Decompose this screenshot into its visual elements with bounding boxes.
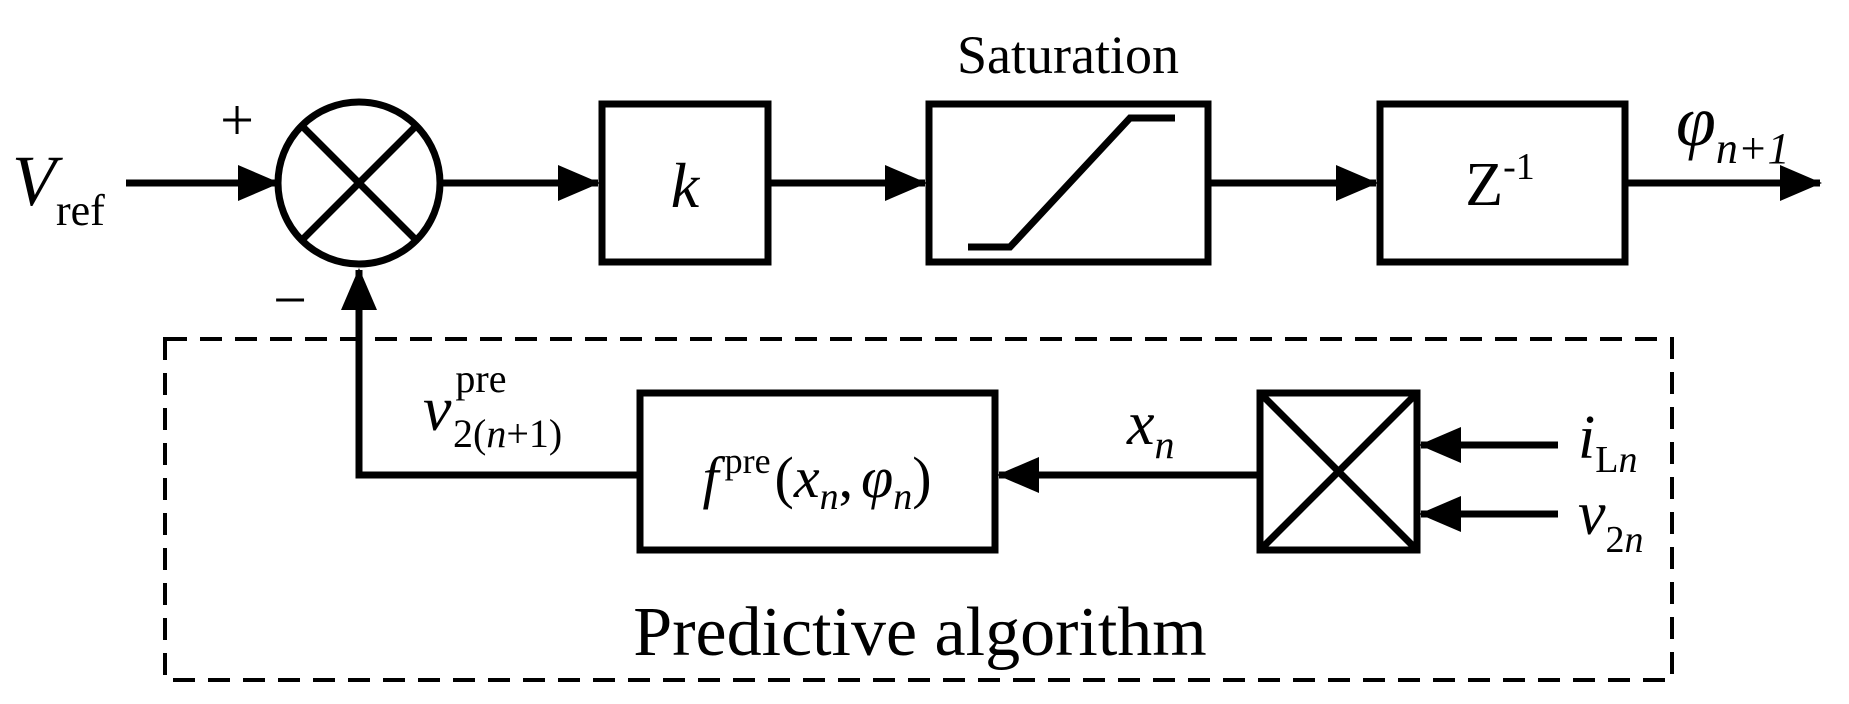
gain-label: k [671,150,701,221]
state-label: xn [1126,390,1175,467]
mux-block [1256,389,1421,554]
delay-label: Z-1 [1465,146,1535,219]
inductor-current-label: iLn [1578,404,1637,481]
output-voltage-label: v2n [1578,480,1644,561]
summing-junction [274,98,444,268]
plus-sign: + [220,87,254,153]
delay-block [1376,100,1629,266]
saturation-curve [968,114,1175,251]
input-label: Vref [12,141,105,235]
saturation-title: Saturation [957,25,1179,85]
gain-block [598,100,772,266]
predictive-algorithm-region [163,337,1674,682]
minus-sign: − [273,267,307,333]
predictive-algorithm-label: Predictive algorithm [633,594,1206,671]
feedback-line [341,268,640,479]
output-label: φn+1 [1676,81,1790,173]
predictor-block [636,389,999,554]
